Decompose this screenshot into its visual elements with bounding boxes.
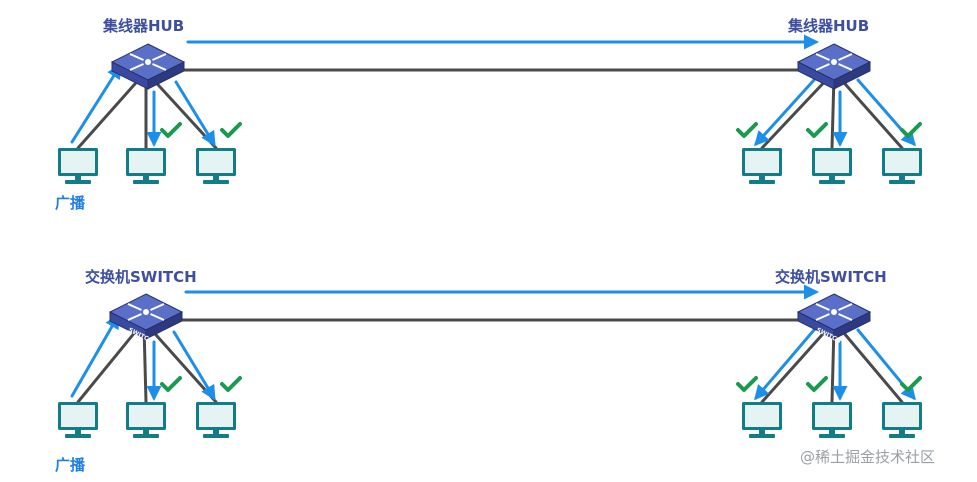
hub-right-check-icon-2 xyxy=(900,122,922,138)
hub-right-cable-2 xyxy=(836,74,904,150)
switch-left-computer-icon-2 xyxy=(196,402,236,438)
switch-right-computer-icon-0 xyxy=(742,402,782,438)
hub-left-computer-icon-0 xyxy=(58,148,98,184)
switch-left-send-arrow xyxy=(70,313,120,398)
switch-left-cable-2 xyxy=(146,324,218,404)
switch-right-check-icon-1 xyxy=(806,376,828,392)
switch-left-cable-0 xyxy=(76,324,142,404)
hub-left-cable-0 xyxy=(76,74,144,150)
switch-left-computer-icon-1 xyxy=(126,402,166,438)
hub-right-device-icon xyxy=(796,43,872,90)
hub-broadcast-label: 广播 xyxy=(55,194,86,212)
hub-right-computer-icon-1 xyxy=(812,148,852,184)
hub-right-computer-icon-0 xyxy=(742,148,782,184)
hub-right-recv-arrow-0 xyxy=(753,78,816,147)
hub-left-send-arrow xyxy=(70,63,122,144)
hub-left-check-icon-0 xyxy=(160,122,182,138)
switch-right-cable-2 xyxy=(836,324,904,404)
switch-left-computer-icon-0 xyxy=(58,402,98,438)
switch-broadcast-label: 广播 xyxy=(55,456,86,474)
switch-right-cable-0 xyxy=(760,324,832,404)
hub-right-label: 集线器HUB xyxy=(788,17,870,35)
switch-left-check-icon-0 xyxy=(160,376,182,392)
watermark: @稀土掘金技术社区 xyxy=(800,448,936,466)
hub-right-cable-0 xyxy=(760,74,832,150)
hub-left-device-icon xyxy=(110,43,186,90)
hub-right-check-icon-1 xyxy=(806,122,828,138)
hub-left-cable-2 xyxy=(148,74,218,150)
devices-layer: SWITCH SWITCH xyxy=(108,43,872,345)
arrows-layer xyxy=(70,34,916,401)
switch-right-check-icon-0 xyxy=(736,376,758,392)
switch-left-check-icon-1 xyxy=(220,376,242,392)
hub-left-label: 集线器HUB xyxy=(103,17,185,35)
hub-left-recv-arrow-1 xyxy=(174,80,216,147)
switch-left-recv-arrow-1 xyxy=(172,330,216,401)
switch-right-check-icon-2 xyxy=(900,376,922,392)
switch-right-device-icon: SWITCH xyxy=(796,293,872,345)
hub-right-computer-icon-2 xyxy=(882,148,922,184)
monitors-layer xyxy=(58,148,922,438)
switch-right-label: 交换机SWITCH xyxy=(775,268,887,286)
hub-left-check-icon-1 xyxy=(220,122,242,138)
switch-left-label: 交换机SWITCH xyxy=(85,268,197,286)
hub-left-computer-icon-2 xyxy=(196,148,236,184)
switch-left-device-icon: SWITCH xyxy=(108,293,184,345)
switch-right-computer-icon-1 xyxy=(812,402,852,438)
checks-layer xyxy=(160,122,922,392)
switch-right-computer-icon-2 xyxy=(882,402,922,438)
hub-left-computer-icon-1 xyxy=(126,148,166,184)
hub-right-check-icon-0 xyxy=(736,122,758,138)
switch-right-recv-arrow-0 xyxy=(754,328,816,401)
